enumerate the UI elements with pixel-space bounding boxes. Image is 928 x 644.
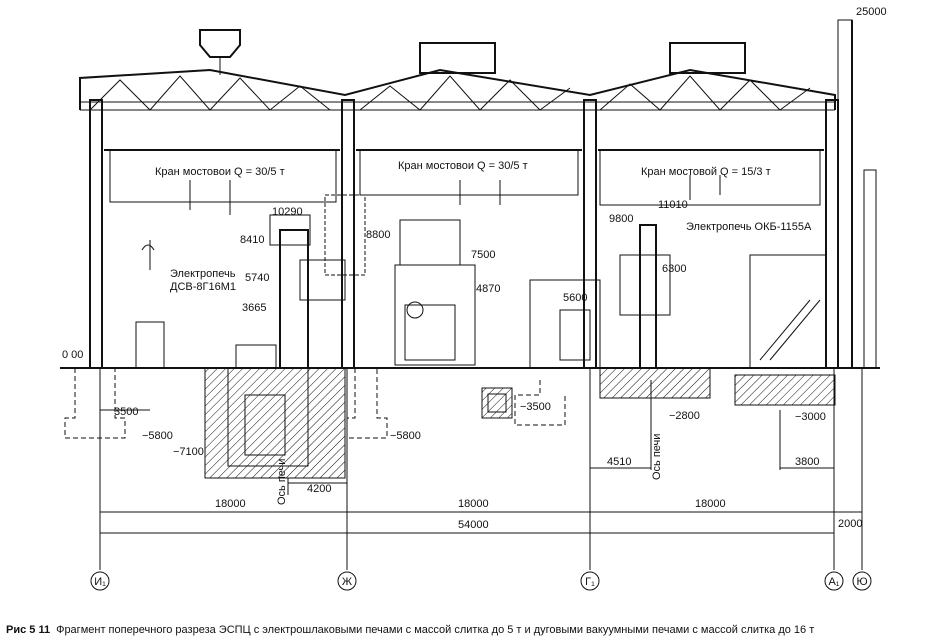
labels: 25000 Кран мостовои Q = 30/5 т Кран мост… (62, 6, 887, 531)
elevation-top: 25000 (856, 6, 887, 18)
crane-label: Кран мостовой Q = 15/3 т (641, 166, 771, 178)
crane-label: Кран мостовои Q = 30/5 т (398, 160, 528, 172)
span-dimension: 18000 (215, 498, 246, 510)
elevation: −2800 (669, 410, 700, 422)
grid-axis-lines (99, 368, 863, 570)
elevation: −5800 (142, 430, 173, 442)
dimension: 4510 (607, 456, 631, 468)
foundations (64, 368, 566, 439)
elevation: 11010 (658, 199, 688, 211)
axis-markers: И₁ Ж Г₁ А₁ Ю (90, 571, 872, 591)
vacuum-arc-furnace-right (529, 224, 836, 406)
elevation: −7100 (173, 446, 204, 458)
middle-equipment (324, 194, 513, 419)
axis-label: Ж (342, 576, 352, 588)
span-dimension: 18000 (695, 498, 726, 510)
elevation: −3500 (520, 401, 551, 413)
elevation: 3665 (242, 302, 266, 314)
roof-trusses (79, 29, 836, 111)
axis-label: Г₁ (585, 576, 595, 588)
elevation: 7500 (471, 249, 495, 261)
figure-caption-text: Фрагмент поперечного разреза ЭСПЦ с элек… (56, 624, 815, 636)
axis-label: А₁ (828, 576, 839, 588)
elevation-floor: 0 00 (62, 349, 83, 361)
crane-label: Кран мостовои Q = 30/5 т (155, 166, 285, 178)
elevation: −3000 (795, 411, 826, 423)
esr-furnace-left (135, 214, 346, 479)
edge-dimension: 2000 (838, 518, 862, 530)
total-dimension: 54000 (458, 519, 489, 531)
elevation: 5740 (245, 272, 269, 284)
dimension: 4200 (307, 483, 331, 495)
elevation: 9800 (609, 213, 633, 225)
figure-caption: Рис 5 11 Фрагмент поперечного разреза ЭСП… (6, 624, 814, 636)
dimension: 3800 (795, 456, 819, 468)
furnace-label: Электропечь (170, 268, 236, 280)
furnace-axis-label: Ось печи (651, 434, 663, 480)
furnace-axis-label: Ось печи (276, 459, 288, 505)
axis-label: Ю (856, 576, 867, 588)
hopper (199, 29, 241, 58)
elevation: 4870 (476, 283, 500, 295)
elevation: 8410 (240, 234, 264, 246)
dimension: 3500 (114, 406, 138, 418)
furnace-label: ДСВ-8Г16М1 (170, 281, 236, 293)
furnace-label: Электропечь ОКБ-1155А (686, 221, 812, 233)
crane-beams (104, 149, 824, 270)
elevation: −5800 (390, 430, 421, 442)
elevation: 6300 (662, 263, 686, 275)
dimension-lines (100, 409, 862, 534)
span-dimension: 18000 (458, 498, 489, 510)
axis-label: И₁ (94, 576, 106, 588)
figure-number: Рис 5 11 (6, 624, 51, 636)
elevation: 10290 (272, 206, 303, 218)
elevation: 8800 (366, 229, 390, 241)
elevation: 5600 (563, 292, 587, 304)
